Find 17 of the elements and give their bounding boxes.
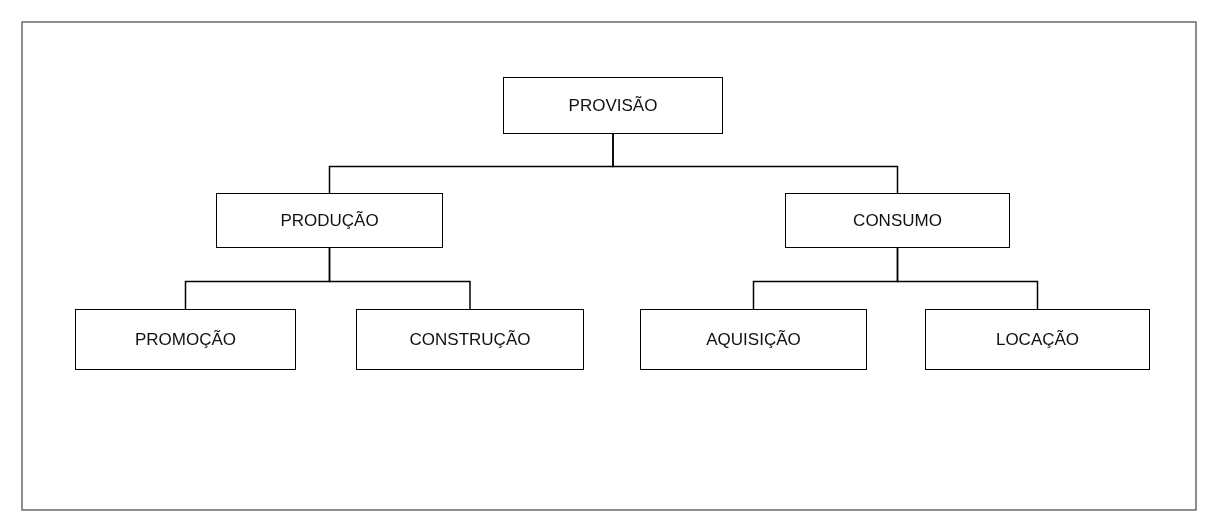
process-box [75,309,296,370]
connector-line [612,133,899,194]
node-label: CONSTRUÇÃO [409,329,531,350]
process-box [356,309,584,370]
node-label: PROVISÃO [568,95,658,116]
process-box [503,77,723,134]
process-box [640,309,867,370]
node-label: PRODUÇÃO [280,210,379,231]
connector-line [328,247,471,310]
process-box [925,309,1150,370]
node-label: LOCAÇÃO [995,329,1080,350]
connector-line [896,247,1039,310]
node-label: AQUISIÇÃO [706,329,801,350]
node-label: CONSUMO [853,210,942,231]
process-box [785,193,1010,248]
node-label: PROMOÇÃO [134,329,237,350]
process-box [216,193,443,248]
